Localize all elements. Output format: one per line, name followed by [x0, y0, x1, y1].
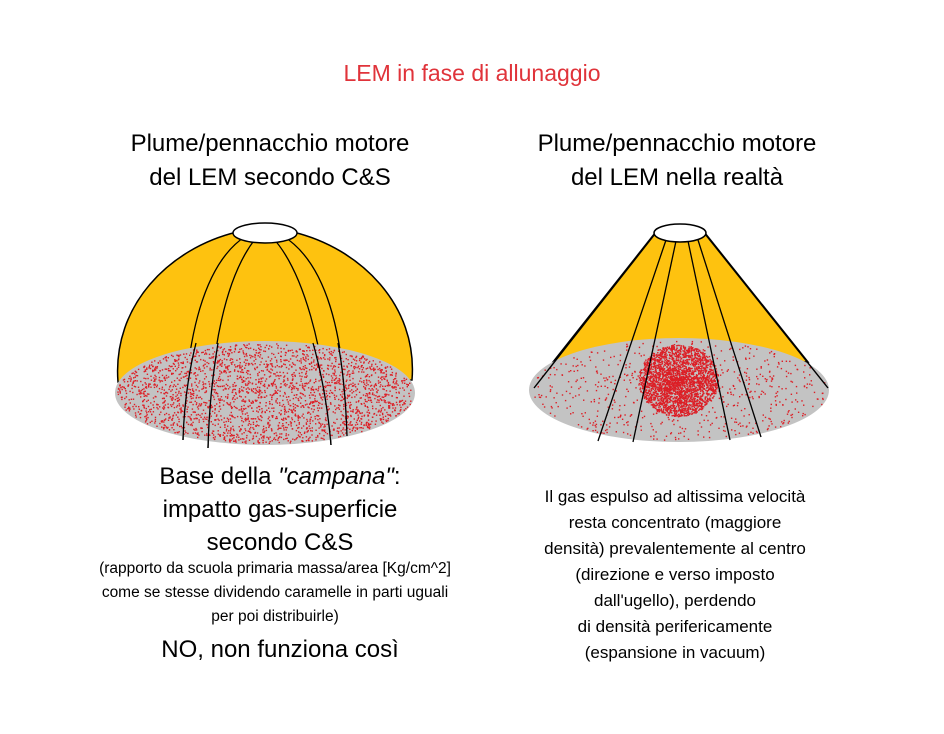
diagram-title: LEM in fase di allunaggio [343, 60, 601, 86]
right-caption: Il gas espulso ad altissima velocità res… [465, 484, 885, 666]
right-caption-line: resta concentrato (maggiore [568, 513, 782, 532]
left-dome-ribs-front [182, 342, 348, 449]
right-cone-ribs [597, 239, 762, 443]
right-cone-edges [533, 233, 829, 389]
left-caption: Base della "campana": impatto gas-superf… [60, 460, 500, 559]
right-concentrated-particles [534, 340, 826, 441]
right-caption-line: dall'ugello), perdendo [593, 591, 757, 610]
left-heading-line1: Plume/pennacchio motore [130, 130, 410, 157]
right-cone-plume [529, 223, 829, 443]
left-note-line3: per poi distribuirle) [211, 608, 339, 625]
right-caption-line: Il gas espulso ad altissima velocità [544, 487, 806, 506]
left-note-line2: come se stesse dividendo caramelle in pa… [101, 584, 449, 601]
right-caption-line: di densità perifericamente [577, 617, 773, 636]
left-dome-plume [115, 222, 415, 449]
right-heading-line2: del LEM nella realtà [570, 164, 784, 191]
left-caption-prefix: Base della [159, 463, 279, 490]
right-caption-line: densità) prevalentemente al centro [544, 539, 806, 558]
left-heading-line2: del LEM secondo C&S [149, 164, 391, 191]
left-caption-line3: secondo C&S [206, 529, 354, 556]
left-nozzle-exit [232, 222, 298, 244]
left-caption-suffix: : [393, 463, 401, 490]
right-caption-line: (espansione in vacuum) [584, 643, 766, 662]
right-panel-heading: Plume/pennacchio motore del LEM nella re… [477, 127, 877, 195]
campana-term: "campana" [278, 463, 394, 490]
left-verdict: NO, non funziona così [161, 636, 399, 663]
right-heading-line1: Plume/pennacchio motore [537, 130, 817, 157]
left-panel-heading: Plume/pennacchio motore del LEM secondo … [70, 127, 470, 195]
right-caption-line: (direzione e verso imposto [575, 565, 775, 584]
left-caption-note: (rapporto da scuola primaria massa/area … [55, 557, 495, 629]
left-caption-line2: impatto gas-superficie [162, 496, 398, 523]
left-uniform-particles [117, 343, 412, 445]
left-note-line1: (rapporto da scuola primaria massa/area … [99, 560, 451, 577]
left-caption-line1: Base della "campana": [60, 460, 500, 493]
right-nozzle-exit [653, 223, 707, 243]
